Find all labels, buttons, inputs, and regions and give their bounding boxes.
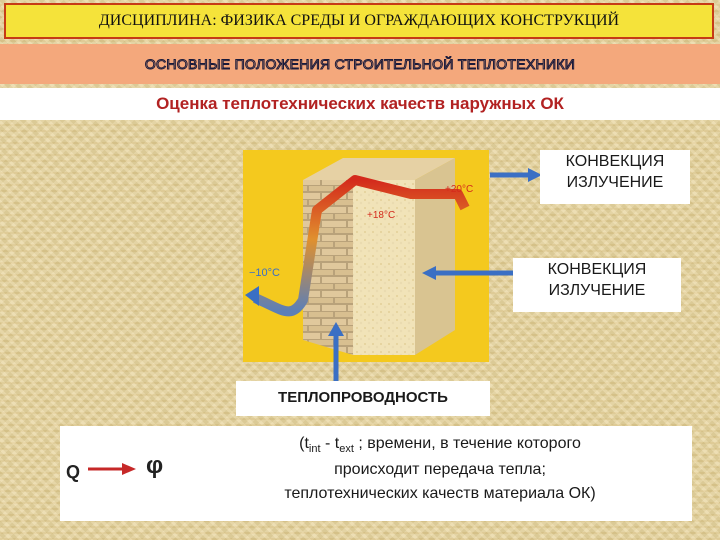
insulation-layer [353, 180, 415, 355]
formula-text: (t [299, 435, 309, 452]
temp-outside-label: −10°C [249, 267, 280, 279]
slide-heading: Оценка теплотехнических качеств наружных… [0, 88, 720, 120]
convection-radiation-label-middle: КОНВЕКЦИЯ ИЗЛУЧЕНИЕ [513, 258, 681, 312]
function-symbol: φ [146, 452, 164, 479]
temperature-profile-line [253, 175, 470, 317]
convection-out-arrow-icon [490, 168, 542, 182]
wall-heat-transfer-diagram: +20°C +18°C −10°C [243, 150, 489, 362]
formula-text: - t [320, 435, 340, 452]
formula-line-3: теплотехнических качеств материала ОК) [284, 484, 596, 502]
wall-top-face [303, 158, 455, 180]
section-subtitle: ОСНОВНЫЕ ПОЛОЖЕНИЯ СТРОИТЕЛЬНОЙ ТЕПЛОТЕХ… [0, 44, 720, 84]
temp-inside-label: +20°C [445, 184, 473, 195]
formula-panel [60, 426, 692, 521]
wall-side-face [415, 158, 455, 355]
convection-in-arrow-icon [422, 266, 514, 280]
conduction-arrow-icon [328, 322, 344, 382]
formula-line-2: происходит передача тепла; [334, 460, 546, 478]
label-line: КОНВЕКЦИЯ [547, 261, 647, 278]
label-line: ИЗЛУЧЕНИЕ [548, 281, 646, 299]
discipline-title: ДИСЦИПЛИНА: ФИЗИКА СРЕДЫ И ОГРАЖДАЮЩИХ К… [4, 3, 714, 39]
label-line: КОНВЕКЦИЯ [565, 153, 665, 170]
convection-radiation-label-top: КОНВЕКЦИЯ ИЗЛУЧЕНИЕ [540, 150, 690, 204]
thermal-conductivity-label: ТЕПЛОПРОВОДНОСТЬ [236, 381, 490, 416]
outflow-arrow-icon [245, 286, 259, 306]
formula-description: (tint - text ; времени, в течение которо… [205, 432, 675, 506]
subscript-int: int [308, 443, 321, 456]
formula-text: ; времени, в течение которого [353, 435, 581, 452]
temp-surface-label: +18°C [367, 210, 395, 221]
label-line: ИЗЛУЧЕНИЕ [566, 173, 664, 191]
right-arrow-icon [88, 463, 136, 475]
subscript-ext: ext [339, 443, 354, 456]
heat-flow-symbol: Q [66, 462, 81, 482]
formula-line-1: (tint - text ; времени, в течение которо… [205, 432, 675, 458]
